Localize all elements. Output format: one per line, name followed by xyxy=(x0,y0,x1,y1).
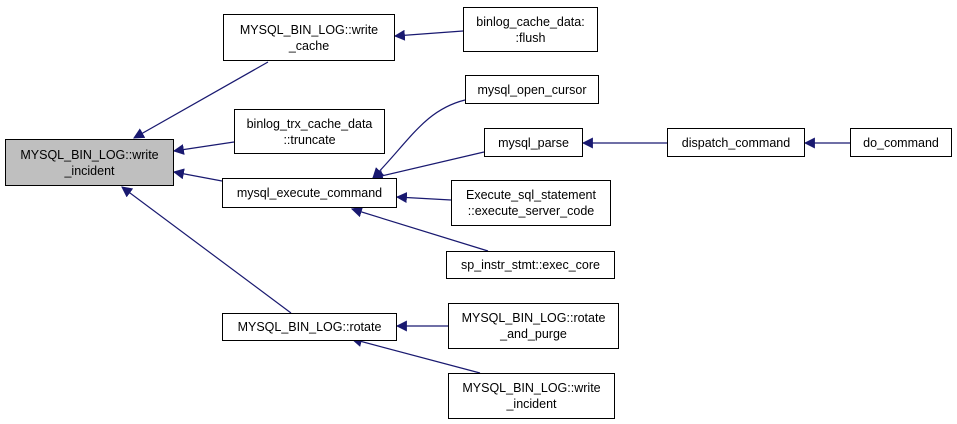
node-label-line: mysql_open_cursor xyxy=(477,82,587,97)
node-label-line: MYSQL_BIN_LOG::write xyxy=(239,22,379,37)
edge-cache-flush-to-write-cache xyxy=(393,29,464,41)
node-label-line: dispatch_command xyxy=(681,135,791,150)
node-execute-sql-statement-execute-server-code[interactable]: Execute_sql_statement ::execute_server_c… xyxy=(451,180,611,226)
node-binlog-trx-cache-data-truncate[interactable]: binlog_trx_cache_data ::truncate xyxy=(234,109,385,154)
node-mysql-bin-log-rotate-and-purge[interactable]: MYSQL_BIN_LOG::rotate _and_purge xyxy=(448,303,619,349)
node-label-line: MYSQL_BIN_LOG::write xyxy=(462,381,601,395)
node-mysql-execute-command[interactable]: mysql_execute_command xyxy=(222,178,397,208)
edge-write-incident-to-rotate xyxy=(350,336,481,374)
node-mysql-open-cursor[interactable]: mysql_open_cursor xyxy=(465,75,599,104)
edge-execute-command-to-root xyxy=(172,168,223,182)
node-label-line: binlog_trx_cache_data xyxy=(246,116,373,131)
node-label-line: mysql_execute_command xyxy=(236,186,383,200)
node-label-line: MYSQL_BIN_LOG::rotate xyxy=(461,311,606,325)
node-label-line: :flush xyxy=(515,30,546,45)
node-label-line: _incident xyxy=(506,397,557,411)
edge-exec-server-code-to-execute-command xyxy=(395,192,452,204)
node-dispatch-command[interactable]: dispatch_command xyxy=(667,128,805,157)
node-label-line: _and_purge xyxy=(500,327,567,341)
node-label-line: _incident xyxy=(64,163,115,178)
edge-parse-to-execute-command xyxy=(371,151,485,182)
node-label-line: mysql_parse xyxy=(498,135,569,150)
node-label-line: _cache xyxy=(288,38,330,53)
node-label-line: ::truncate xyxy=(283,132,336,147)
node-do-command[interactable]: do_command xyxy=(850,128,952,157)
node-label-line: Execute_sql_statement xyxy=(466,188,596,202)
edge-write-cache-to-root xyxy=(133,61,269,139)
node-label-line: ::execute_server_code xyxy=(467,204,595,218)
edge-trx-truncate-to-root xyxy=(172,141,235,155)
node-mysql-bin-log-rotate[interactable]: MYSQL_BIN_LOG::rotate xyxy=(222,313,397,341)
node-label-line: do_command xyxy=(863,135,939,150)
node-label-line: binlog_cache_data: xyxy=(476,14,585,29)
edge-rotate-to-root xyxy=(121,186,292,314)
node-mysql-bin-log-write-cache[interactable]: MYSQL_BIN_LOG::write _cache xyxy=(223,14,395,61)
node-label-line: sp_instr_stmt::exec_core xyxy=(461,258,600,272)
node-label-line: MYSQL_BIN_LOG::write xyxy=(20,147,159,162)
node-mysql-parse[interactable]: mysql_parse xyxy=(484,128,583,157)
edge-exec-core-to-execute-command xyxy=(350,206,489,252)
node-mysql-bin-log-write-incident-caller[interactable]: MYSQL_BIN_LOG::write _incident xyxy=(448,373,615,419)
node-mysql-bin-log-write-incident: MYSQL_BIN_LOG::write _incident xyxy=(5,139,174,186)
node-label-line: MYSQL_BIN_LOG::rotate xyxy=(237,320,382,334)
node-sp-instr-stmt-exec-core[interactable]: sp_instr_stmt::exec_core xyxy=(446,251,615,279)
edge-open-cursor-to-execute-command xyxy=(372,99,466,179)
node-binlog-cache-data-flush[interactable]: binlog_cache_data: :flush xyxy=(463,7,598,52)
